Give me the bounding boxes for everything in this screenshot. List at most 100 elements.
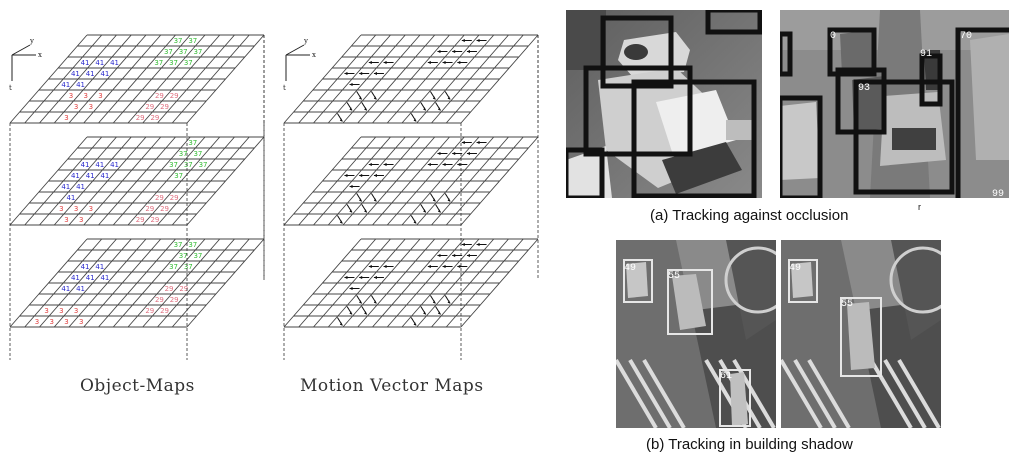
object-id-label: 41 <box>76 81 85 89</box>
motion-arrowhead <box>437 107 441 111</box>
motion-arrowhead <box>383 162 387 167</box>
object-id-label: 29 <box>160 103 169 111</box>
object-id-label: 3 <box>98 92 102 100</box>
motion-arrowhead <box>373 198 377 202</box>
t-axis-label: t <box>9 84 12 92</box>
object-id-label: 37 <box>174 37 183 45</box>
track-label-b2-2: 55 <box>841 299 853 310</box>
object-id-label: 41 <box>100 274 109 282</box>
object-id-label: 37 <box>164 48 173 56</box>
motion-arrowhead <box>344 173 348 178</box>
object-maps-caption: Object-Maps <box>80 376 195 396</box>
y-axis <box>285 44 305 56</box>
motion-arrowhead <box>383 60 387 65</box>
motion-arrowhead <box>457 264 461 269</box>
motion-arrowhead <box>452 49 456 54</box>
object-id-label: 41 <box>81 59 90 67</box>
motion-arrowhead <box>368 162 372 167</box>
object-id-label: 29 <box>150 114 159 122</box>
motion-arrowhead <box>359 173 363 178</box>
motion-arrowhead <box>383 264 387 269</box>
object-id-label: 37 <box>169 263 178 271</box>
track-label-a-1: 0 <box>830 31 836 42</box>
object-id-label: 29 <box>145 103 154 111</box>
motion-arrowhead <box>364 209 367 213</box>
motion-arrowhead <box>359 198 362 202</box>
object-id-label: 37 <box>154 59 163 67</box>
object-id-label: 3 <box>49 318 53 326</box>
motion-arrowhead <box>359 71 363 76</box>
object-id-label: 41 <box>81 263 90 271</box>
object-id-label: 37 <box>188 139 197 147</box>
object-id-label: 29 <box>165 285 174 293</box>
motion-arrowhead <box>432 300 436 304</box>
object-id-label: 3 <box>74 307 78 315</box>
object-id-label: 37 <box>184 161 193 169</box>
motion-vector-maps-caption: Motion Vector Maps <box>300 376 484 396</box>
object-id-label: 41 <box>95 263 104 271</box>
motion-arrowhead <box>427 60 431 65</box>
motion-arrowhead <box>344 71 348 76</box>
object-id-label: 37 <box>174 241 183 249</box>
object-id-label: 29 <box>136 114 145 122</box>
object-id-label: 3 <box>89 205 93 213</box>
object-id-label: 29 <box>160 307 169 315</box>
motion-arrowhead <box>427 162 431 167</box>
x-axis-label: x <box>38 51 42 59</box>
motion-arrowhead <box>368 60 372 65</box>
track-label-a-4: 93 <box>858 83 870 94</box>
object-id-label: 37 <box>184 263 193 271</box>
motion-arrowhead <box>447 96 451 100</box>
object-id-label: 3 <box>59 307 63 315</box>
motion-arrowhead <box>413 118 417 122</box>
object-id-label: 29 <box>136 216 145 224</box>
object-id-label: 29 <box>155 194 164 202</box>
motion-arrowhead <box>442 60 446 65</box>
object-id-label: 41 <box>61 81 70 89</box>
object-id-label: 29 <box>170 92 179 100</box>
motion-arrowhead <box>349 184 353 189</box>
motion-arrowhead <box>466 49 470 54</box>
motion-arrowhead <box>344 275 348 280</box>
motion-arrowhead <box>452 253 456 258</box>
motion-arrowhead <box>368 264 372 269</box>
motion-arrowhead <box>339 220 343 224</box>
motion-arrowhead <box>437 253 441 258</box>
motion-arrowhead <box>466 151 470 156</box>
y-axis <box>11 44 31 56</box>
object-id-label: 41 <box>86 172 95 180</box>
object-id-label: 3 <box>64 114 68 122</box>
track-label-b2-1: 49 <box>789 263 801 274</box>
motion-arrowhead <box>349 82 353 87</box>
t-axis-label: t <box>283 84 286 92</box>
motion-arrowhead <box>423 209 426 213</box>
object-id-label: 37 <box>179 150 188 158</box>
motion-arrowhead <box>373 173 377 178</box>
y-axis-label: y <box>29 37 34 45</box>
object-id-label: 37 <box>184 59 193 67</box>
motion-arrowhead <box>373 300 377 304</box>
object-id-label: 37 <box>169 59 178 67</box>
object-id-label: 41 <box>100 70 109 78</box>
motion-arrowhead <box>413 322 417 326</box>
object-id-label: 3 <box>59 205 63 213</box>
object-id-label: 29 <box>170 194 179 202</box>
caption-b: (b) Tracking in building shadow <box>646 436 853 453</box>
object-id-label: 37 <box>193 48 202 56</box>
motion-arrowhead <box>349 209 353 213</box>
motion-arrowhead <box>339 322 343 326</box>
object-id-label: 29 <box>145 307 154 315</box>
object-id-label: 29 <box>155 296 164 304</box>
object-id-label: 3 <box>89 103 93 111</box>
motion-arrowhead <box>373 71 377 76</box>
motion-arrowhead <box>432 96 436 100</box>
object-id-label: 3 <box>74 103 78 111</box>
motion-arrowhead <box>373 275 377 280</box>
object-id-label: 37 <box>179 252 188 260</box>
motion-arrowhead <box>432 198 436 202</box>
motion-arrowhead <box>442 264 446 269</box>
motion-arrowhead <box>437 151 441 156</box>
stray-mark: r <box>918 202 921 212</box>
motion-arrowhead <box>437 311 441 315</box>
